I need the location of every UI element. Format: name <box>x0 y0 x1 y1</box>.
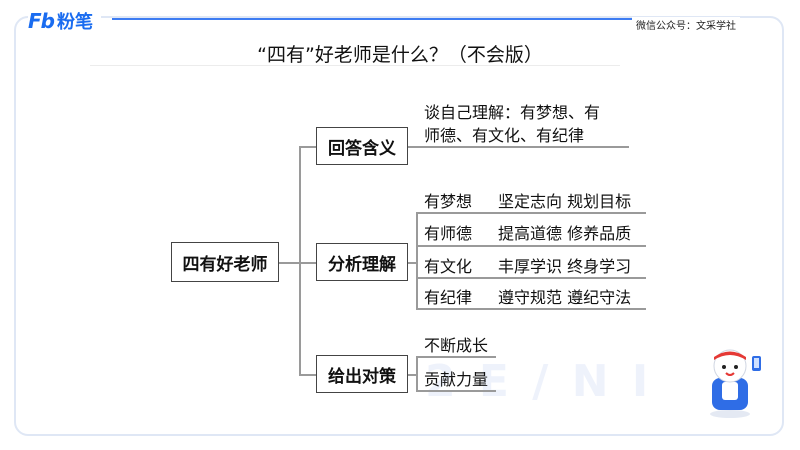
connector-branch-1 <box>299 146 317 148</box>
slide-frame <box>14 16 784 436</box>
branch-node-analyze: 分析理解 <box>316 243 408 281</box>
row-key: 有文化 <box>424 257 473 276</box>
branch-3-stub <box>407 374 417 376</box>
row-desc: 提高道德 修养品质 <box>498 224 632 243</box>
header-rule <box>112 18 632 20</box>
branch-2-row-1-underline <box>416 212 646 214</box>
branch-3-item-1-underline <box>416 356 496 358</box>
branch-3-item-2-underline <box>416 390 496 392</box>
meaning-line-1: 谈自己理解：有梦想、有 <box>424 103 601 122</box>
row-key: 有师德 <box>424 224 473 243</box>
connector-branch-2 <box>299 262 317 264</box>
row-key: 有梦想 <box>424 192 473 211</box>
countermeasure-item: 贡献力量 <box>424 370 489 389</box>
meaning-line-2: 师德、有文化、有纪律 <box>424 126 585 145</box>
connector-root <box>278 262 300 264</box>
countermeasure-item: 不断成长 <box>424 336 489 355</box>
branch-node-answer-meaning: 回答含义 <box>316 127 408 165</box>
branch-1-underline <box>407 146 629 148</box>
branch-node-countermeasure: 给出对策 <box>316 355 408 393</box>
logo-text: 粉笔 <box>56 12 93 33</box>
branch-3-trunk <box>416 356 418 390</box>
branch-2-row-3-underline <box>416 277 646 279</box>
logo-mark: Fb <box>28 9 55 33</box>
brand-logo: Fb 粉笔 <box>28 8 101 34</box>
branch-2-row-2-underline <box>416 245 646 247</box>
row-desc: 坚定志向 规划目标 <box>498 192 632 211</box>
connector-trunk <box>299 146 301 374</box>
row-desc: 丰厚学识 终身学习 <box>498 257 632 276</box>
slide-title: “四有”好老师是什么？（不会版） <box>257 44 543 66</box>
branch-2-row-4-underline <box>416 308 646 310</box>
connector-branch-3 <box>299 374 317 376</box>
row-key: 有纪律 <box>424 288 473 307</box>
title-underline <box>90 65 620 66</box>
branch-2-stub <box>407 262 417 264</box>
mascot-illustration <box>710 349 761 418</box>
branch-2-trunk <box>416 212 418 308</box>
wechat-watermark: 微信公众号：文采学社 <box>632 17 740 32</box>
row-desc: 遵守规范 遵纪守法 <box>498 288 632 307</box>
background-watermark-graphic: 2 E / N I <box>425 356 653 407</box>
root-node: 四有好老师 <box>171 242 279 282</box>
